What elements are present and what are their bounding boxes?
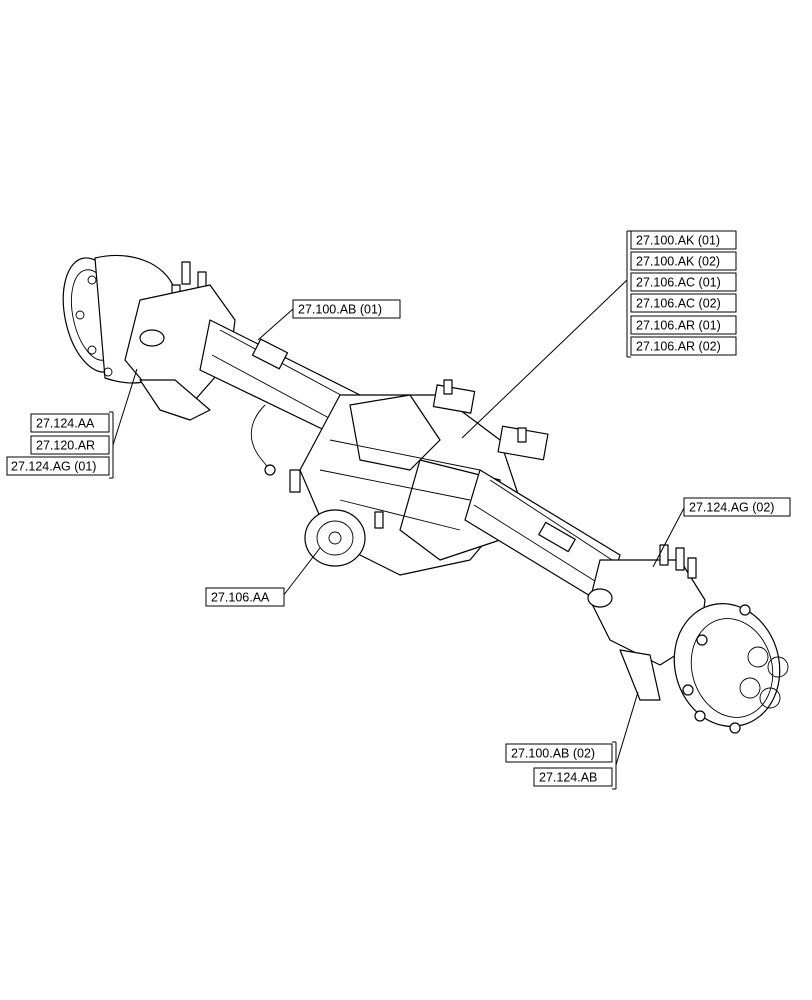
callout-27-100-ab-02[interactable]: 27.100.AB (02) <box>505 743 613 763</box>
callout-box <box>683 497 791 517</box>
callout-27-100-ab-01[interactable]: 27.100.AB (01) <box>257 299 401 341</box>
callout-27-124-ag-02[interactable]: 27.124.AG (02) <box>652 497 791 568</box>
leader-line <box>112 368 138 446</box>
callout-label: 27.106.AR (02) <box>636 340 721 354</box>
callout-27-124-ag-01[interactable]: 27.124.AG (01) <box>6 456 110 476</box>
callout-group-right: 27.100.AK (01) 27.100.AK (02) 27.106.AC … <box>461 230 737 439</box>
callout-label: 27.100.AB (01) <box>298 303 382 317</box>
callout-label: 27.124.AB <box>539 771 597 785</box>
callout-label: 27.124.AG (02) <box>689 501 774 515</box>
callout-label: 27.124.AA <box>36 417 95 431</box>
callout-27-106-ac-01[interactable]: 27.106.AC (01) <box>630 272 737 292</box>
callout-27-106-ac-02[interactable]: 27.106.AC (02) <box>630 293 737 313</box>
callout-label: 27.100.AK (01) <box>636 234 720 248</box>
callout-27-106-ar-01[interactable]: 27.106.AR (01) <box>630 315 737 335</box>
leader-line <box>615 691 639 766</box>
callout-27-100-ak-01[interactable]: 27.100.AK (01) <box>630 230 737 250</box>
front-axle-assembly <box>62 254 789 734</box>
callout-27-100-ak-02[interactable]: 27.100.AK (02) <box>630 251 737 271</box>
center-housing <box>289 379 549 576</box>
callout-box <box>292 299 401 319</box>
callout-group-bottom: 27.100.AB (02) 27.124.AB <box>505 691 639 790</box>
callout-label: 27.120.AR <box>36 439 95 453</box>
callout-label: 27.106.AC (02) <box>636 297 721 311</box>
leader-line <box>652 507 685 568</box>
leader-line <box>461 279 628 439</box>
callout-27-106-aa[interactable]: 27.106.AA <box>205 547 321 607</box>
callout-box <box>205 587 285 607</box>
callout-label: 27.106.AR (01) <box>636 319 721 333</box>
callout-label: 27.106.AC (01) <box>636 276 721 290</box>
callout-group-left: 27.124.AA 27.120.AR 27.124.AG (01) <box>6 368 138 479</box>
callout-label: 27.100.AB (02) <box>511 747 595 761</box>
callout-label: 27.100.AK (02) <box>636 255 720 269</box>
callout-27-106-ar-02[interactable]: 27.106.AR (02) <box>630 336 737 356</box>
leader-line <box>282 547 321 597</box>
leader-line <box>257 308 294 341</box>
callout-27-124-ab[interactable]: 27.124.AB <box>533 767 613 787</box>
callout-27-124-aa[interactable]: 27.124.AA <box>30 413 110 433</box>
callout-label: 27.106.AA <box>211 591 270 605</box>
right-hub <box>587 544 789 734</box>
callout-27-120-ar[interactable]: 27.120.AR <box>30 435 110 455</box>
callout-label: 27.124.AG (01) <box>11 460 96 474</box>
